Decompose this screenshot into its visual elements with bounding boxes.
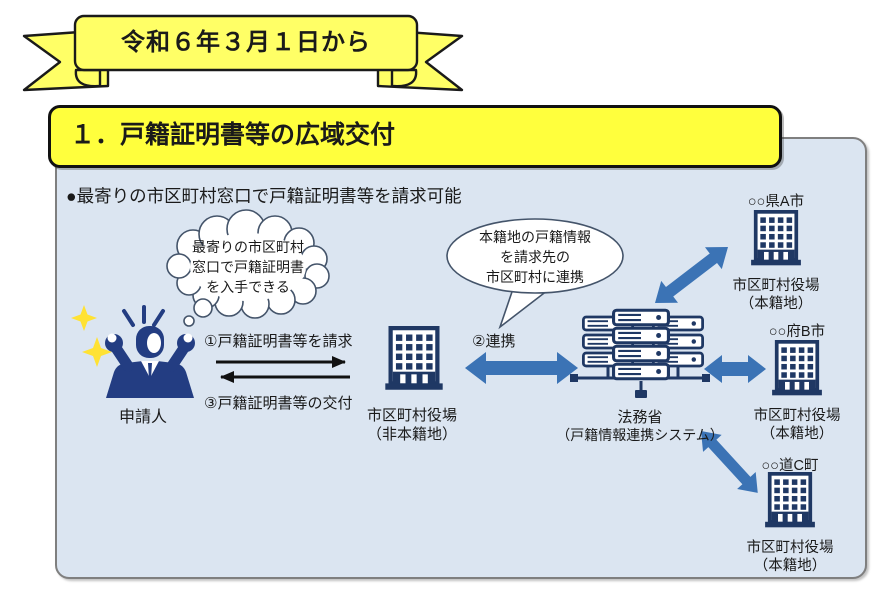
office-c-name: 市区町村役場 <box>746 540 834 556</box>
local-office-icon <box>385 328 442 390</box>
office-a-name: 市区町村役場 <box>732 278 820 294</box>
office-c-city: ○○道C町 <box>761 458 819 474</box>
request-label: ①戸籍証明書等を請求 <box>204 333 353 350</box>
office-c-icon <box>763 472 817 530</box>
date-ribbon-label: 令和６年３月１日から <box>121 29 371 56</box>
local-office-name: 市区町村役場 <box>366 407 457 424</box>
section-title: １．戸籍証明書等の広域交付 <box>70 121 396 149</box>
office-b-name: 市区町村役場 <box>753 408 841 424</box>
thought-bubble-icon <box>166 209 330 327</box>
issue-label: ③戸籍証明書等の交付 <box>204 395 353 412</box>
moj-server-icon <box>570 308 710 398</box>
local-office-note: （非本籍地） <box>366 426 457 443</box>
bullet-text: ●最寄りの市区町村窓口で戸籍証明書等を請求可能 <box>66 186 462 206</box>
office-b-city: ○○府B市 <box>768 324 826 340</box>
section-title-bar <box>48 105 782 168</box>
office-a-city: ○○県A市 <box>747 194 805 210</box>
thought-bubble-text: 最寄りの市区町村 窓口で戸籍証明書 を入手できる <box>192 239 304 295</box>
sparkle-icon <box>71 305 112 367</box>
speech-bubble-text: 本籍地の戸籍情報 を請求先の 市区町村に連携 <box>479 229 591 285</box>
office-c-note: （本籍地） <box>753 558 827 574</box>
arrow-moj-b <box>704 355 766 383</box>
applicant-label: 申請人 <box>118 409 167 426</box>
link-label: ②連携 <box>472 333 516 350</box>
applicant-icon <box>105 305 195 398</box>
office-b-icon <box>770 340 824 398</box>
speech-bubble-icon <box>446 218 624 330</box>
office-a-note: （本籍地） <box>739 296 813 312</box>
diagram-panel <box>55 137 867 579</box>
office-b-note: （本籍地） <box>760 426 834 442</box>
moj-name: 法務省 <box>617 409 663 426</box>
link-arrow <box>465 352 578 384</box>
date-ribbon-icon <box>22 14 464 92</box>
moj-note: （戸籍情報連携システム） <box>556 427 724 443</box>
office-a-icon <box>749 210 803 268</box>
